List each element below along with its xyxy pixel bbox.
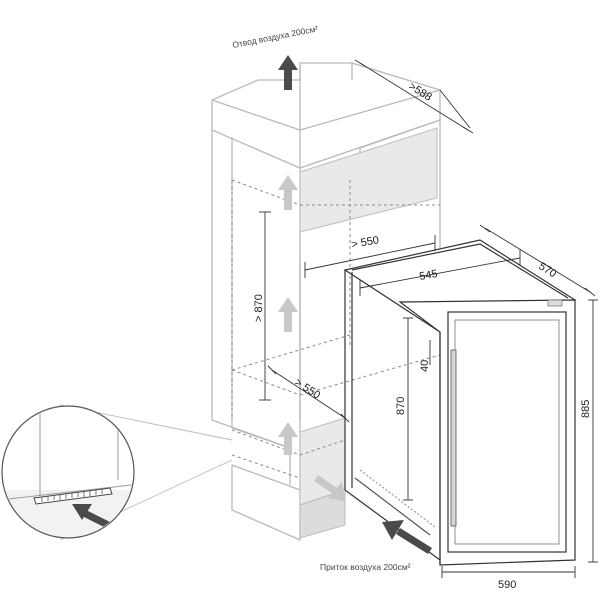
dim-unit-width-top: 545 [418,268,438,283]
airflow-arrows [278,55,432,554]
dim-niche-width: > 550 [350,234,380,251]
dim-unit-height-side: 870 [395,397,407,415]
exhaust-arrow-icon [278,55,298,90]
wine-cooler [343,239,577,566]
air-diagonal-arrow-icon [314,475,346,502]
air-in-label: Приток воздуха 200см² [320,562,411,572]
dim-niche-height: > 870 [253,294,265,322]
dim-niche-depth: > 550 [292,376,322,401]
dimension-lines [259,59,598,578]
dim-total-width: 590 [498,579,516,591]
zoom-detail [1,404,233,541]
dim-total-height: 885 [580,400,592,418]
cabinet-shelves [299,127,438,539]
dim-door-offset: 40 [419,360,431,372]
zoom-intake-arrow-icon [72,504,110,528]
niche-dashed-lines [231,179,441,479]
intake-arrow-icon [382,520,432,554]
air-up-arrow-icon [278,175,298,455]
air-out-label: Отвод воздуха 200см² [231,23,319,49]
